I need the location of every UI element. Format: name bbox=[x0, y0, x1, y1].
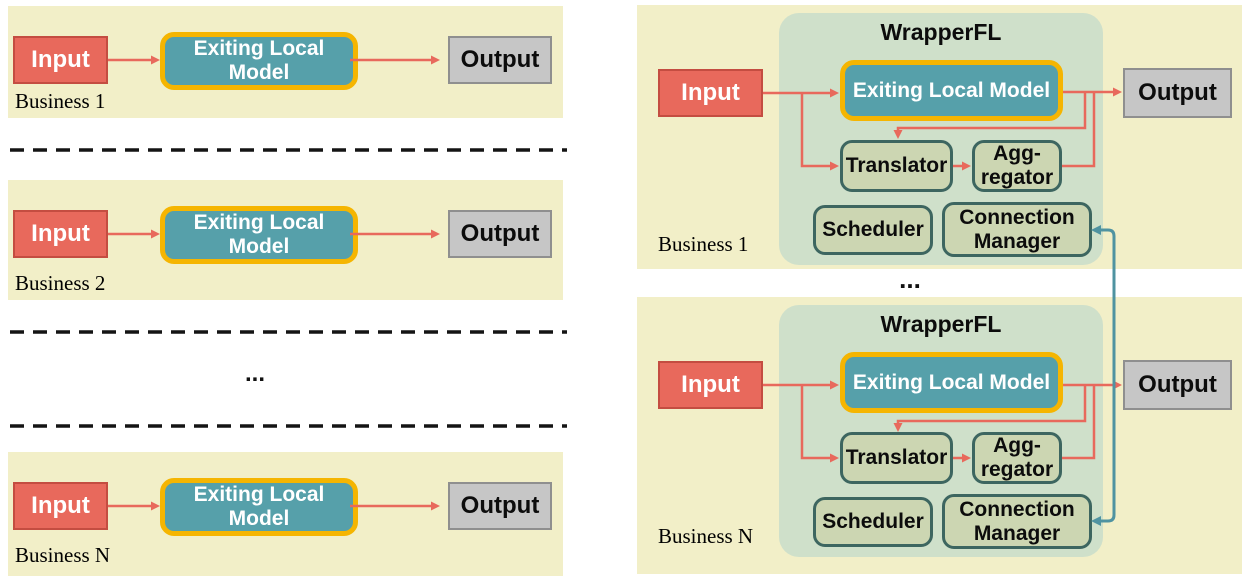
output-box: Output bbox=[1123, 360, 1232, 410]
wrapperfl-title: WrapperFL bbox=[880, 311, 1002, 337]
right-ellipsis: ... bbox=[899, 264, 921, 294]
right-business-1-panel: WrapperFL Input Exiting Local Model Tran… bbox=[637, 5, 1242, 269]
input-box: Input bbox=[13, 36, 108, 84]
existing-local-model-box: Exiting Local Model bbox=[840, 352, 1063, 413]
business-label: Business 1 bbox=[15, 89, 106, 113]
business-label: Business 2 bbox=[15, 271, 106, 295]
scheduler-box: Scheduler bbox=[813, 497, 933, 547]
translator-box: Translator bbox=[840, 140, 953, 192]
input-box: Input bbox=[13, 210, 108, 258]
input-box: Input bbox=[658, 69, 763, 117]
output-box: Output bbox=[448, 36, 552, 84]
aggregator-box: Agg- regator bbox=[972, 140, 1062, 192]
scheduler-box: Scheduler bbox=[813, 205, 933, 255]
input-box: Input bbox=[13, 482, 108, 530]
left-business-2-panel: Input Exiting Local Model Output Busines… bbox=[8, 180, 563, 300]
output-box: Output bbox=[1123, 68, 1232, 118]
business-label: Business N bbox=[15, 543, 111, 567]
output-box: Output bbox=[448, 210, 552, 258]
aggregator-box: Agg- regator bbox=[972, 432, 1062, 484]
output-box: Output bbox=[448, 482, 552, 530]
existing-local-model-box: Exiting Local Model bbox=[160, 206, 358, 264]
wrapperfl-title: WrapperFL bbox=[880, 19, 1002, 45]
business-label: Business N bbox=[658, 524, 754, 548]
connection-manager-box: Connection Manager bbox=[942, 494, 1092, 549]
left-ellipsis: ... bbox=[244, 360, 265, 387]
existing-local-model-box: Exiting Local Model bbox=[160, 32, 358, 90]
business-label: Business 1 bbox=[658, 232, 749, 256]
translator-box: Translator bbox=[840, 432, 953, 484]
right-business-n-panel: WrapperFL Input Exiting Local Model Tran… bbox=[637, 297, 1242, 574]
input-box: Input bbox=[658, 361, 763, 409]
connection-manager-box: Connection Manager bbox=[942, 202, 1092, 257]
left-business-n-panel: Input Exiting Local Model Output Busines… bbox=[8, 452, 563, 576]
existing-local-model-box: Exiting Local Model bbox=[160, 478, 358, 536]
left-business-1-panel: Input Exiting Local Model Output Busines… bbox=[8, 6, 563, 118]
existing-local-model-box: Exiting Local Model bbox=[840, 60, 1063, 121]
